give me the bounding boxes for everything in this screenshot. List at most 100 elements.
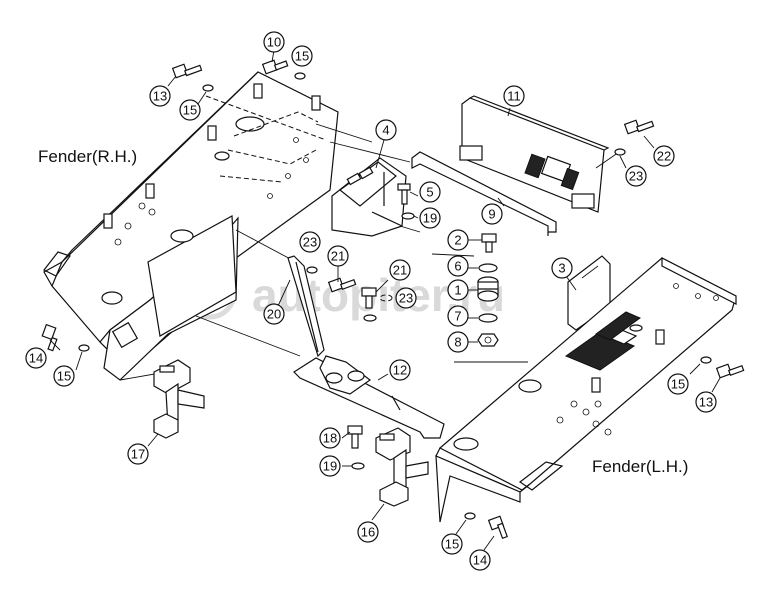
callout-label: 1 [454,283,461,298]
bolt-2 [481,233,497,253]
callout-15: 15 [441,533,463,555]
callout-4: 4 [375,119,397,141]
callout-label: 14 [29,351,43,366]
washer-15-bottom [464,512,476,520]
washer-23-lower [363,294,393,322]
callout-3: 3 [551,257,573,279]
callout-21: 21 [327,245,349,267]
washer-15-right [700,356,712,364]
callout-18: 18 [319,427,341,449]
callout-14: 14 [25,347,47,369]
callout-13: 13 [149,85,171,107]
assembly-leader-lines [119,123,528,381]
callout-label: 4 [382,123,389,138]
callout-label: 13 [699,395,713,410]
callout-label: 16 [361,525,375,540]
part-17-bracket [153,359,205,439]
fender-lh-body [435,255,737,523]
callout-15: 15 [179,99,201,121]
callout-label: 9 [488,207,495,222]
callout-label: 15 [671,377,685,392]
callout-21: 21 [389,259,411,281]
washer-15-upper-b [202,84,214,92]
bolt-13-lower [715,363,745,379]
callout-label: 15 [57,369,71,384]
callout-1: 1 [447,279,469,301]
callout-11: 11 [503,85,525,107]
callout-14: 14 [469,549,491,571]
callout-label: 11 [507,89,521,104]
callout-label: 7 [454,309,461,324]
callout-15: 15 [53,365,75,387]
callouts: 10 15 13 15 11 22 23 4 [25,31,717,571]
callout-8: 8 [447,331,469,353]
callout-19: 19 [319,455,341,477]
callout-10: 10 [263,31,285,53]
washer-23-mid [306,266,318,274]
callout-label: 21 [331,249,345,264]
callout-label: 13 [153,89,167,104]
part-11-panel [459,95,623,213]
callout-label: 14 [473,553,487,568]
part-9-bar [411,151,557,236]
callout-label: 21 [393,263,407,278]
bolt-22 [623,119,655,135]
part-16-bracket [375,427,429,507]
callout-label: 15 [295,49,309,64]
callout-7: 7 [447,305,469,327]
bolt-18 [347,425,363,449]
washer-23-upper [614,148,626,156]
washer-15-upper-a [294,72,306,80]
washer-7 [478,313,498,323]
bolt-5 [397,183,411,205]
callout-label: 8 [454,335,461,350]
callout-19: 19 [419,207,441,229]
washer-15-left [78,344,90,352]
callout-13: 13 [695,391,717,413]
callout-label: 19 [323,459,337,474]
callout-9: 9 [481,203,503,225]
washer-19-lower [351,462,365,470]
part-20-strut [287,255,325,358]
callout-label: 12 [393,363,407,378]
callout-label: 20 [267,307,281,322]
nut-8 [477,333,499,347]
callout-label: 23 [629,169,643,184]
callout-label: 5 [426,185,433,200]
part-12-crossbar [293,355,445,439]
fender-lh-heading: Fender(L.H.) [592,457,688,476]
washer-6 [478,263,498,273]
callout-16: 16 [357,521,379,543]
washer-19-upper [401,212,415,220]
callout-15: 15 [667,373,689,395]
bolt-13-upper [171,63,203,79]
callout-label: 19 [423,211,437,226]
bolt-14-bottom [487,515,508,540]
callout-leaders [49,49,721,551]
callout-2: 2 [447,229,469,251]
callout-label: 10 [267,35,281,50]
bolt-10 [261,59,289,75]
part-4-bracket [331,157,407,237]
callout-label: 23 [399,291,413,306]
callout-label: 2 [454,233,461,248]
callout-label: 23 [303,235,317,250]
callout-23: 23 [625,165,647,187]
bolt-21-a [327,277,357,293]
callout-17: 17 [127,443,149,465]
callout-22: 22 [653,145,675,167]
callout-12: 12 [389,359,411,381]
callout-6: 6 [447,255,469,277]
callout-23: 23 [299,231,321,253]
callout-15: 15 [291,45,313,67]
fender-rh-body [43,71,339,381]
callout-5: 5 [419,181,441,203]
callout-label: 22 [657,149,671,164]
callout-label: 15 [445,537,459,552]
callout-label: 17 [131,447,145,462]
callout-20: 20 [263,303,285,325]
callout-23: 23 [395,287,417,309]
callout-label: 3 [558,261,565,276]
mount-1 [477,276,499,302]
